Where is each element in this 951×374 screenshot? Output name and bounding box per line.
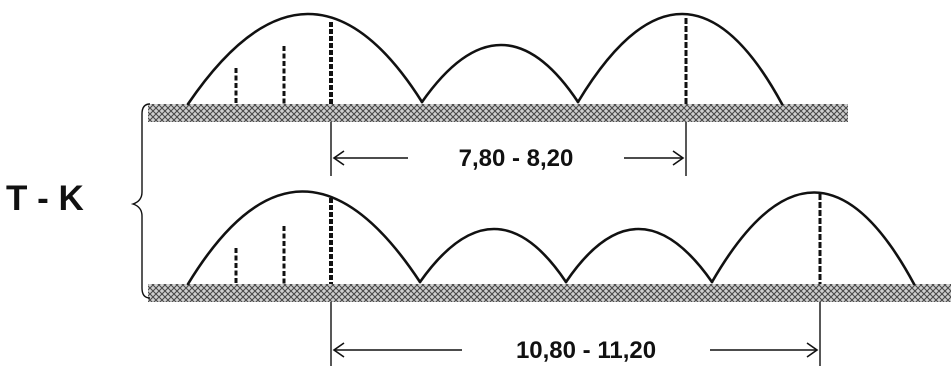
group-brace: [130, 103, 151, 299]
arch-1-2: [420, 43, 580, 104]
arrowhead-left-1: [332, 150, 345, 166]
arch-2-3: [564, 227, 714, 284]
group-label: T - K: [6, 179, 84, 218]
arch-2-1: [186, 190, 422, 286]
arch-2-2: [418, 227, 568, 284]
arch-1-1: [186, 12, 424, 106]
row-2: 10,80 - 11,20: [148, 190, 951, 366]
arrowhead-right-2: [806, 342, 819, 358]
arrowhead-right-1: [672, 150, 685, 166]
measure-label-2: 10,80 - 11,20: [516, 337, 656, 364]
measure-label-1: 7,80 - 8,20: [459, 145, 574, 172]
ground-bar-2: [148, 284, 951, 302]
ground-bar-1: [148, 104, 848, 122]
arch-1-3: [576, 12, 784, 106]
row-1: 7,80 - 8,20: [148, 12, 848, 176]
arrowhead-left-2: [332, 342, 345, 358]
arch-2-4: [710, 191, 916, 286]
